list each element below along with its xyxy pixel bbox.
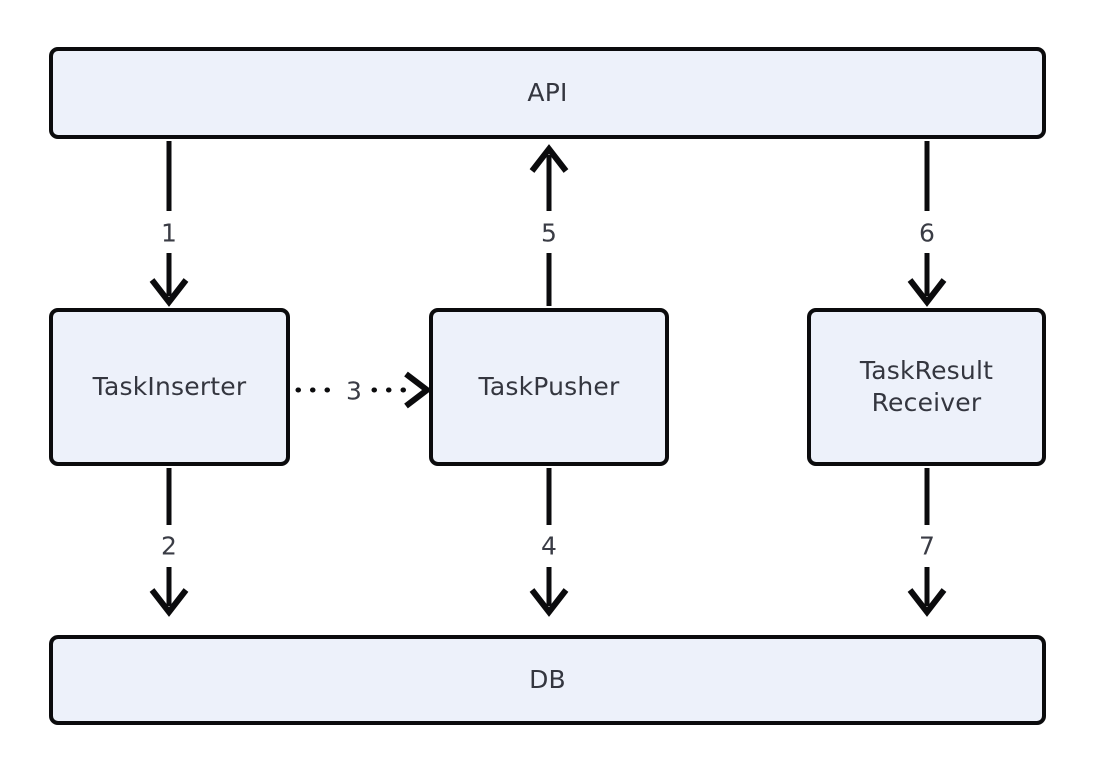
node-taskinserter[interactable]: TaskInserter bbox=[49, 308, 290, 466]
node-taskresultreceiver[interactable]: TaskResult Receiver bbox=[807, 308, 1046, 466]
node-taskresultreceiver-label: TaskResult Receiver bbox=[859, 356, 994, 417]
edge-label-1: 1 bbox=[154, 217, 184, 249]
node-db[interactable]: DB bbox=[49, 635, 1046, 725]
edge-label-5: 5 bbox=[534, 217, 564, 249]
edge-label-6: 6 bbox=[912, 217, 942, 249]
edge-label-7: 7 bbox=[912, 530, 942, 562]
node-api-label: API bbox=[527, 78, 568, 107]
node-db-label: DB bbox=[529, 665, 566, 694]
node-taskpusher-label: TaskPusher bbox=[478, 372, 620, 401]
node-taskpusher[interactable]: TaskPusher bbox=[429, 308, 669, 466]
edge-label-4: 4 bbox=[534, 530, 564, 562]
edge-label-2: 2 bbox=[154, 530, 184, 562]
node-taskinserter-label: TaskInserter bbox=[92, 372, 247, 401]
node-api[interactable]: API bbox=[49, 47, 1046, 139]
edge-label-3: 3 bbox=[339, 375, 369, 407]
